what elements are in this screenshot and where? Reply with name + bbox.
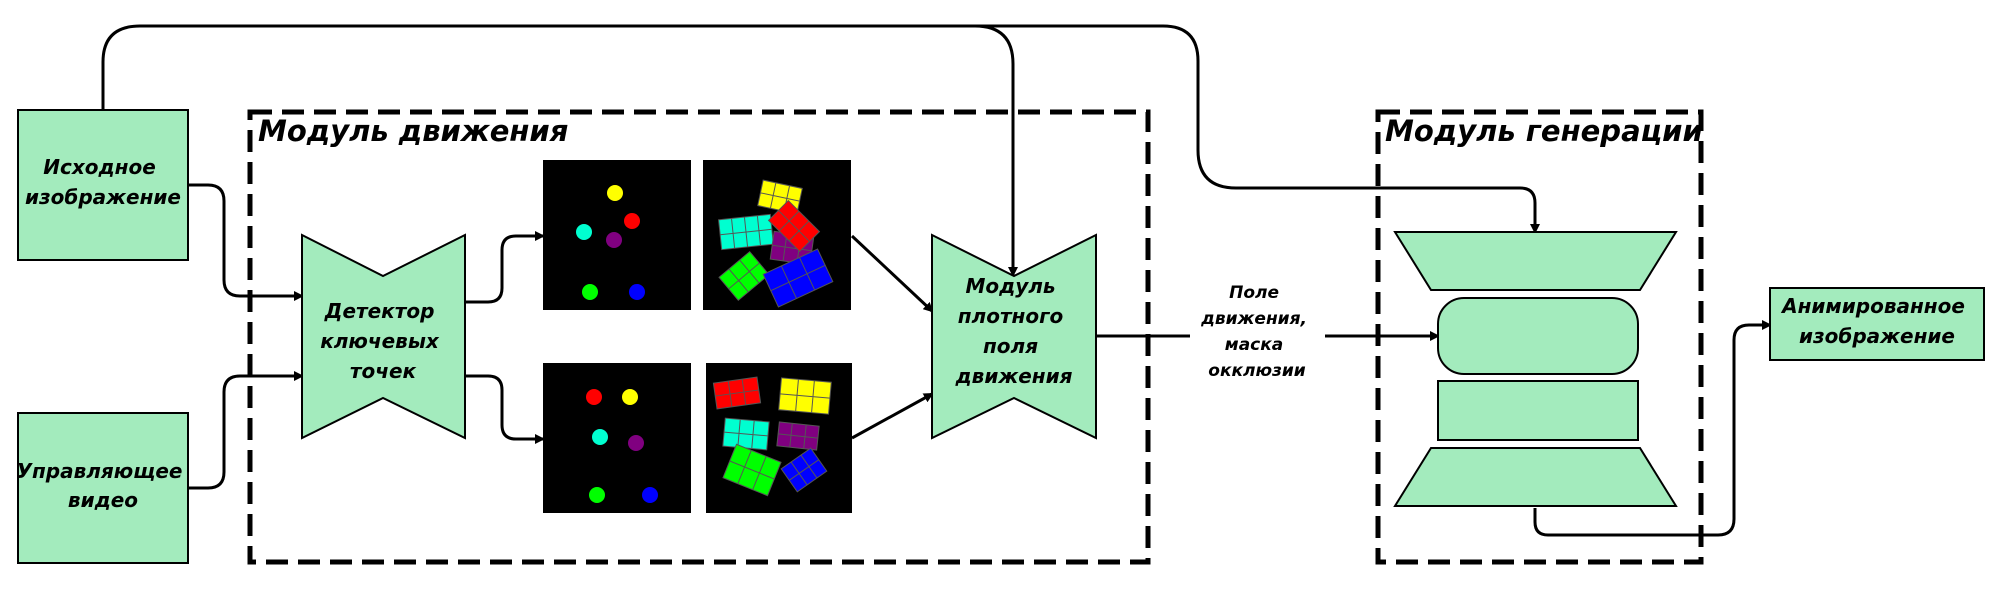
transform-grid: [718, 250, 770, 302]
keypoint-dot: [592, 429, 608, 445]
keypoint-dot: [576, 224, 592, 240]
video-keypoints-image: [543, 363, 691, 513]
source-to-detector-connector: [188, 183, 304, 301]
keypoint-dot: [622, 389, 638, 405]
keypoint-dot: [589, 487, 605, 503]
keypoint-dot: [586, 389, 602, 405]
transform-grid: [776, 421, 820, 451]
motion-module-title: Модуль движения: [258, 114, 568, 148]
source-image-node: [17, 109, 189, 261]
transform-grid: [767, 199, 821, 253]
dense-motion-node: [931, 233, 1097, 440]
transform-grid: [722, 443, 782, 497]
source-transforms-image: [703, 160, 851, 310]
keypoint-dot: [607, 185, 623, 201]
source-image-label: Исходное изображение: [25, 155, 181, 209]
generator-resblock: [1437, 380, 1639, 441]
generator-decoder-block: [1393, 447, 1678, 507]
animated-image-label: Анимированное изображение: [1780, 294, 1972, 348]
generator-bottleneck-block: [1437, 297, 1639, 375]
transform-grid: [722, 417, 770, 451]
keypoint-dot: [582, 284, 598, 300]
source-to-generator-connector: [975, 24, 1540, 234]
source-transforms-to-dense-connector: [850, 234, 934, 313]
keypoint-dot: [624, 213, 640, 229]
transform-grid: [780, 447, 828, 493]
detector-to-source-keypoints-connector: [465, 231, 545, 304]
driving-video-label: Управляющее видео: [17, 459, 190, 512]
video-transforms-to-dense-connector: [851, 392, 934, 440]
source-to-dense-connector: [101, 24, 1018, 277]
generator-to-output-connector: [1533, 320, 1772, 537]
generator-encoder-block: [1393, 231, 1678, 291]
dense-motion-label: Модуль плотного поля движения: [955, 274, 1073, 388]
transform-grid: [762, 248, 834, 308]
animated-image-node: [1769, 287, 1985, 361]
keypoint-dot: [628, 435, 644, 451]
keypoint-dot: [642, 487, 658, 503]
keypoint-dot: [606, 232, 622, 248]
keypoint-detector-label: Детектор ключевых точек: [320, 299, 446, 383]
video-to-detector-connector: [188, 371, 304, 490]
detector-to-video-keypoints-connector: [465, 374, 545, 444]
motion-field-label: Поле движения, маска окклюзии: [1200, 283, 1313, 381]
transform-grid: [718, 213, 774, 251]
keypoint-dot: [629, 284, 645, 300]
keypoint-detector-node: [301, 233, 466, 440]
video-transforms-image: [706, 363, 852, 513]
source-keypoints-image: [543, 160, 691, 310]
generation-module-title: Модуль генерации: [1385, 114, 1703, 148]
transform-grid: [712, 376, 762, 410]
driving-video-node: [17, 412, 189, 564]
transform-grid: [778, 377, 832, 415]
